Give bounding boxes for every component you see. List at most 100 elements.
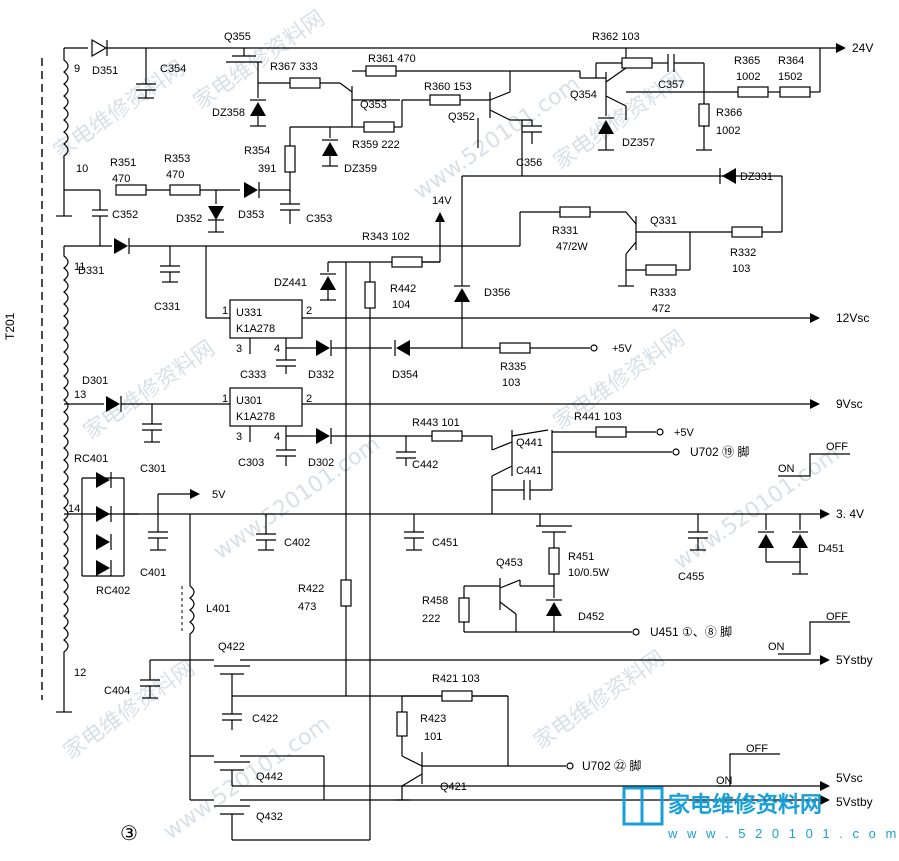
svg-text:C441: C441	[516, 465, 542, 477]
svg-text:9: 9	[74, 63, 80, 75]
svg-text:Q453: Q453	[496, 557, 523, 569]
watermark-cn: 家电维修资料网	[529, 646, 670, 755]
svg-text:R451: R451	[568, 551, 594, 563]
svg-text:C353: C353	[306, 213, 332, 225]
svg-text:D451: D451	[818, 543, 844, 555]
svg-text:1502: 1502	[778, 71, 802, 83]
svg-text:U331: U331	[236, 307, 262, 319]
transformer-label: T201	[3, 312, 17, 340]
svg-text:L401: L401	[206, 603, 230, 615]
svg-text:3: 3	[236, 343, 242, 355]
rail-plus5v-a: +5V	[612, 343, 633, 355]
control-u702-pin22: U702 ㉒ 脚	[582, 758, 641, 773]
svg-text:Q422: Q422	[218, 641, 245, 653]
svg-text:R421 103: R421 103	[432, 673, 480, 685]
svg-text:4: 4	[274, 343, 280, 355]
svg-text:472: 472	[652, 303, 670, 315]
svg-text:C333: C333	[240, 369, 266, 381]
svg-text:R343 102: R343 102	[362, 231, 410, 243]
svg-text:R367 333: R367 333	[270, 61, 318, 73]
svg-text:11: 11	[74, 261, 85, 273]
svg-text:R361 470: R361 470	[368, 53, 416, 65]
svg-text:ON: ON	[768, 641, 785, 653]
svg-text:Q355: Q355	[224, 31, 251, 43]
svg-text:R443 101: R443 101	[412, 417, 460, 429]
rail-5v: 5V	[212, 489, 226, 501]
svg-text:101: 101	[424, 731, 442, 743]
svg-text:2: 2	[306, 393, 312, 405]
svg-text:DZ358: DZ358	[212, 107, 245, 119]
svg-text:C401: C401	[140, 567, 166, 579]
svg-text:C422: C422	[252, 713, 278, 725]
svg-text:2: 2	[306, 305, 312, 317]
svg-text:391: 391	[258, 163, 276, 175]
svg-text:1002: 1002	[716, 125, 740, 137]
svg-text:R442: R442	[390, 283, 416, 295]
svg-text:C356: C356	[516, 157, 542, 169]
svg-text:R353: R353	[164, 153, 190, 165]
book-icon	[622, 786, 644, 826]
svg-text:R364: R364	[778, 55, 804, 67]
svg-text:R351: R351	[110, 157, 136, 169]
svg-text:R362 103: R362 103	[592, 31, 640, 43]
svg-text:470: 470	[166, 169, 184, 181]
svg-text:3: 3	[236, 431, 242, 443]
svg-text:Q442: Q442	[256, 771, 283, 783]
watermark-site: www.520101.com	[159, 711, 335, 844]
svg-text:Q354: Q354	[570, 89, 597, 101]
svg-text:R335: R335	[500, 361, 526, 373]
svg-text:R441 103: R441 103	[574, 411, 622, 423]
svg-text:10: 10	[76, 163, 88, 175]
section-3v4: RC401 RC402 3. 4V 5V C401 C402 C451 R451…	[64, 453, 864, 696]
svg-text:R423: R423	[420, 713, 446, 725]
section-12v: D331 C331 U331 K1A278 1 2 3 4 12Vsc C333…	[64, 168, 869, 840]
svg-text:C451: C451	[432, 537, 458, 549]
svg-text:470: 470	[112, 173, 130, 185]
svg-text:C331: C331	[154, 301, 180, 313]
brand-url: w w w . 5 2 0 1 0 1 . c o m	[667, 826, 899, 841]
svg-text:R359 222: R359 222	[352, 139, 400, 151]
section-5vstby: L401 C404 Q422 5Ystby C422 R421 103 R423…	[104, 514, 873, 841]
svg-text:C352: C352	[112, 209, 138, 221]
svg-text:104: 104	[392, 299, 410, 311]
rail-14v: 14V	[432, 195, 452, 207]
svg-text:D351: D351	[92, 65, 118, 77]
brand-title: 家电维修资料网	[668, 792, 822, 818]
svg-text:U301: U301	[236, 395, 262, 407]
svg-text:DZ441: DZ441	[274, 277, 307, 289]
svg-text:DZ331: DZ331	[740, 171, 773, 183]
svg-text:Q331: Q331	[650, 215, 677, 227]
svg-text:Q353: Q353	[360, 99, 387, 111]
brand-logo: 家电维修资料网 w w w . 5 2 0 1 0 1 . c o m	[622, 786, 899, 841]
svg-text:D331: D331	[78, 265, 104, 277]
figure-number: ③	[120, 821, 138, 845]
rail-5vstby: 5Vstby	[836, 795, 873, 809]
svg-text:D353: D353	[238, 209, 264, 221]
svg-text:13: 13	[74, 389, 86, 401]
svg-text:C354: C354	[160, 63, 186, 75]
svg-text:C402: C402	[284, 537, 310, 549]
rail-5ystby: 5Ystby	[836, 653, 873, 667]
svg-text:47/2W: 47/2W	[556, 241, 588, 253]
svg-text:R366: R366	[716, 107, 742, 119]
svg-text:10/0.5W: 10/0.5W	[568, 567, 610, 579]
section-9v: D301 C301 U301 K1A278 1 2 3 4 9Vsc C303 …	[64, 375, 863, 514]
svg-text:RC402: RC402	[96, 585, 130, 597]
svg-text:D302: D302	[308, 457, 334, 469]
svg-text:R458: R458	[422, 595, 448, 607]
svg-text:R360 153: R360 153	[424, 81, 472, 93]
svg-text:Q441: Q441	[516, 437, 543, 449]
svg-text:R332: R332	[730, 247, 756, 259]
section-24v: D351 24V C354 Q355 R367 333 DZ358 R361 4…	[64, 31, 873, 282]
svg-text:C404: C404	[104, 685, 130, 697]
svg-text:R333: R333	[650, 287, 676, 299]
svg-text:DZ359: DZ359	[344, 163, 377, 175]
svg-text:1: 1	[222, 305, 228, 317]
transformer-t201: T201 9 10 11 13 14 12	[3, 48, 88, 713]
watermark-cn: 家电维修资料网	[79, 336, 220, 445]
rail-12vsc: 12Vsc	[836, 311, 869, 325]
svg-text:R354: R354	[244, 145, 270, 157]
svg-text:1002: 1002	[736, 71, 760, 83]
rail-5vsc: 5Vsc	[836, 771, 863, 785]
